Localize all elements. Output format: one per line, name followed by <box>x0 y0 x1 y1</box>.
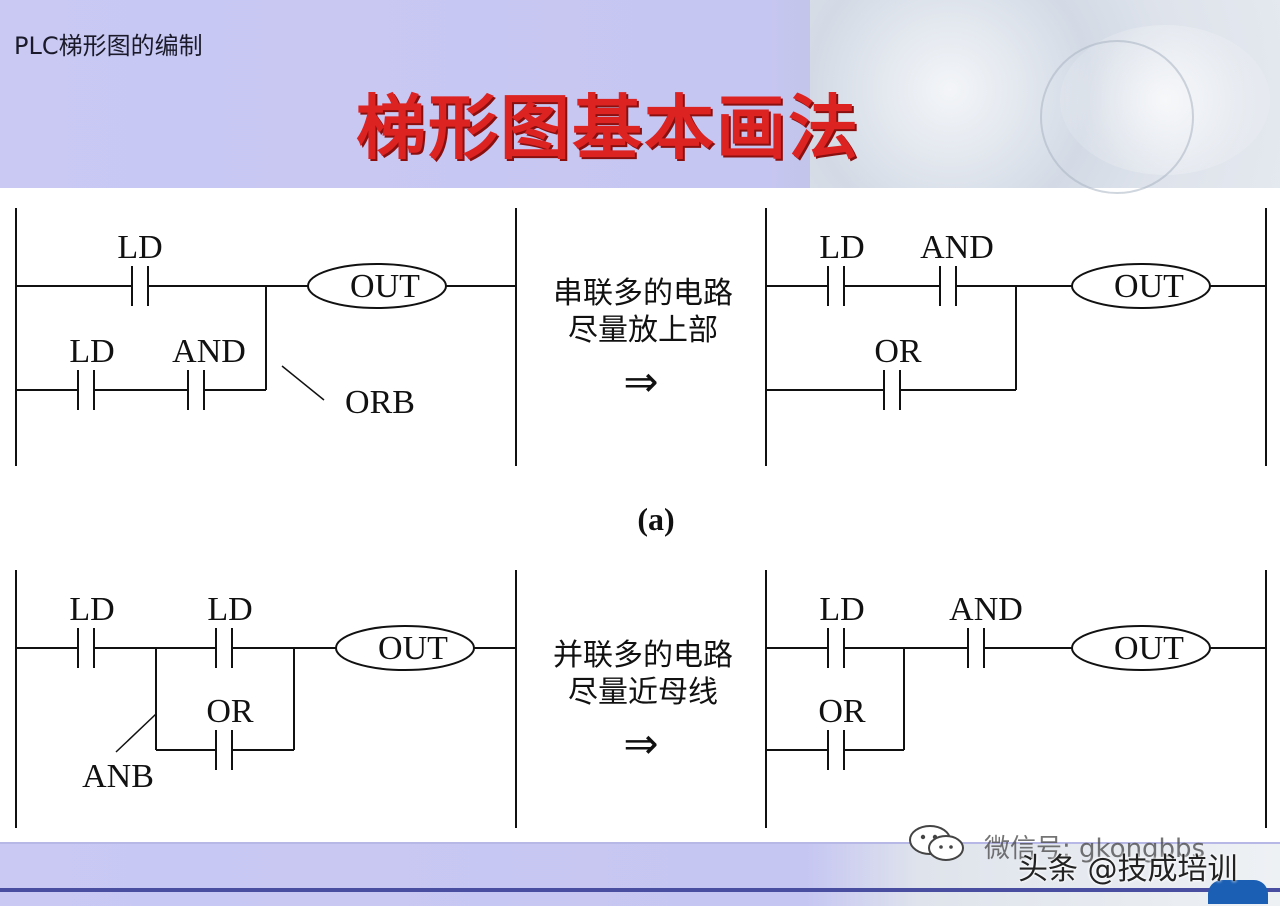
contact-no <box>827 628 845 668</box>
transform-arrow: ⇒ <box>623 719 658 768</box>
wechat-watermark: 微信号: gkongbbs <box>984 834 1206 864</box>
footer-bar <box>0 888 1280 892</box>
toutiao-watermark: 头条 @技成培训 <box>1018 852 1238 887</box>
contact-label: AND <box>920 229 994 266</box>
contact-label: LD <box>117 229 162 266</box>
slide-title: 梯形图基本画法 <box>356 87 860 169</box>
contact-no <box>77 370 95 410</box>
rule-text: 并联多的电路 <box>553 638 733 673</box>
coil-label: OUT <box>1114 268 1184 305</box>
diagram-a-left: LD LD AND OUT ORB <box>15 208 517 466</box>
anb-label: ANB <box>82 758 154 795</box>
ladder-diagrams: LD LD AND OUT ORB 串联多的电路 尽量放上部 ⇒ <box>15 208 1267 828</box>
header-lightbulb-photo <box>810 0 1280 194</box>
contact-label: OR <box>874 333 922 370</box>
contact-no <box>215 628 233 668</box>
orb-label: ORB <box>345 384 415 421</box>
coil-label: OUT <box>350 268 420 305</box>
contact-no <box>883 370 901 410</box>
corner-logo <box>1208 880 1268 904</box>
rule-text: 串联多的电路 <box>553 276 733 311</box>
diagram-b-rule: 并联多的电路 尽量近母线 ⇒ <box>553 638 733 768</box>
slide-footer <box>0 842 1280 906</box>
contact-label: LD <box>69 333 114 370</box>
anb-pointer <box>115 713 157 753</box>
wechat-icon <box>909 825 964 861</box>
diagram-a-rule: 串联多的电路 尽量放上部 ⇒ <box>553 276 733 406</box>
coil-label: OUT <box>1114 630 1184 667</box>
diagram-a-right: LD AND OR OUT <box>765 208 1267 466</box>
contact-label: LD <box>819 229 864 266</box>
contact-label: AND <box>949 591 1023 628</box>
diagram-b-left: LD LD OR OUT ANB <box>15 570 517 828</box>
lightbulb-outline <box>1040 40 1194 194</box>
figure-caption: (a) <box>637 501 674 537</box>
contact-no <box>131 266 149 306</box>
contact-no <box>827 266 845 306</box>
contact-no <box>215 730 233 770</box>
contact-label: LD <box>207 591 252 628</box>
orb-pointer <box>281 365 325 401</box>
contact-label: OR <box>206 693 254 730</box>
contact-no <box>827 730 845 770</box>
contact-no <box>939 266 957 306</box>
contact-no <box>967 628 985 668</box>
contact-label: AND <box>172 333 246 370</box>
rule-text: 尽量放上部 <box>568 313 718 348</box>
contact-label: OR <box>818 693 866 730</box>
contact-no <box>187 370 205 410</box>
contact-label: LD <box>69 591 114 628</box>
slide-header: PLC梯形图的编制 梯形图基本画法 <box>0 0 1280 194</box>
coil-label: OUT <box>378 630 448 667</box>
transform-arrow: ⇒ <box>623 357 658 406</box>
contact-no <box>77 628 95 668</box>
rule-text: 尽量近母线 <box>568 675 718 710</box>
diagram-b-right: LD AND OR OUT <box>765 570 1267 828</box>
contact-label: LD <box>819 591 864 628</box>
slide-subtitle: PLC梯形图的编制 <box>14 32 203 60</box>
